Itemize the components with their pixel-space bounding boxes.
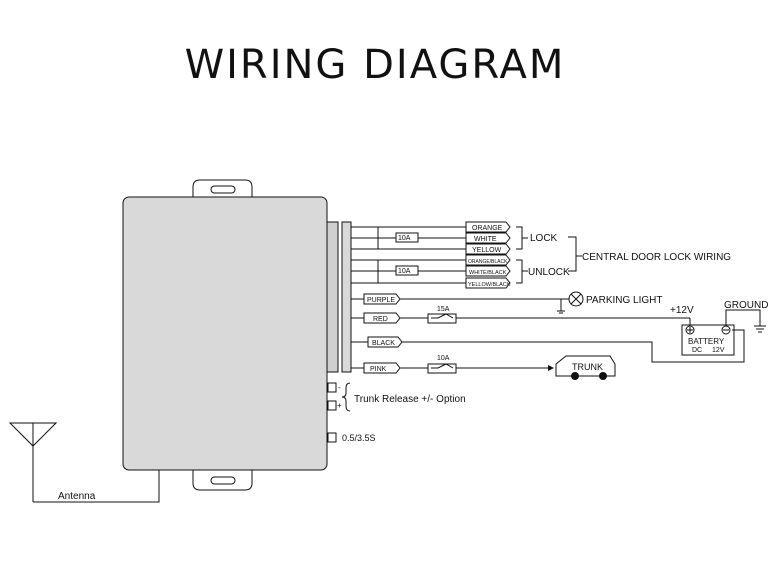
trunk-label: TRUNK xyxy=(572,362,603,372)
wire-label-pink: PINK xyxy=(370,366,387,373)
unlock-label: UNLOCK xyxy=(528,267,570,278)
trunk-release-label: Trunk Release +/- Option xyxy=(354,394,466,405)
minus-label: - xyxy=(338,383,341,392)
chassis-ground-icon xyxy=(557,299,565,314)
alarm-control-unit xyxy=(122,196,328,471)
wire-label-purple: PURPLE xyxy=(367,297,395,304)
diagram-title: WIRING DIAGRAM xyxy=(184,42,566,88)
parking-light-bulb-icon xyxy=(568,291,584,307)
battery-label: BATTERY xyxy=(688,337,725,346)
wire-label-black: BLACK xyxy=(372,340,395,347)
timing-jumper xyxy=(327,432,337,443)
battery-dc-label: DC xyxy=(692,347,702,354)
lock-fuse-label: 10A xyxy=(398,235,411,242)
ground-symbol-icon xyxy=(754,325,766,333)
top-mount-tab xyxy=(192,179,253,198)
unlock-fuse xyxy=(395,265,419,276)
wire-label-white-black: WHITE/BLACK xyxy=(469,270,507,276)
trunk-minus-terminal xyxy=(327,382,337,393)
wire-label-yellow-black: YELLOW/BLACK xyxy=(468,282,511,288)
pink-fuse xyxy=(427,363,457,374)
red-fuse xyxy=(427,313,457,324)
top-mount-hole xyxy=(210,185,236,194)
plus-label: + xyxy=(337,401,342,410)
ground-label: GROUND xyxy=(724,300,768,311)
lock-fuse xyxy=(395,232,419,243)
bottom-mount-hole xyxy=(210,476,236,485)
trunk-icon xyxy=(555,355,616,380)
connector-housing xyxy=(326,221,339,373)
connector-plug xyxy=(341,221,352,373)
bottom-mount-tab xyxy=(192,470,253,491)
wire-label-red: RED xyxy=(373,316,388,323)
antenna-icon xyxy=(8,422,58,502)
unlock-fuse-label: 10A xyxy=(398,268,411,275)
plus12v-label: +12V xyxy=(670,305,694,316)
central-door-lock-label: CENTRAL DOOR LOCK WIRING xyxy=(582,252,731,263)
wire-label-orange-black: ORANGE/BLACK xyxy=(468,259,508,265)
parking-light-label: PARKING LIGHT xyxy=(586,295,663,306)
battery-voltage-label: 12V xyxy=(712,347,725,354)
wire-label-orange: ORANGE xyxy=(472,225,503,232)
timing-label: 0.5/3.5S xyxy=(342,433,376,443)
red-fuse-label: 15A xyxy=(437,306,450,313)
battery-positive-terminal-icon xyxy=(685,325,695,335)
lock-label: LOCK xyxy=(530,233,558,244)
trunk-plus-terminal xyxy=(327,400,337,411)
battery-negative-terminal-icon xyxy=(721,325,731,335)
pink-fuse-label: 10A xyxy=(437,355,450,362)
wire-label-yellow: YELLOW xyxy=(472,247,502,254)
wire-label-white: WHITE xyxy=(474,236,497,243)
antenna-label: Antenna xyxy=(58,491,96,502)
